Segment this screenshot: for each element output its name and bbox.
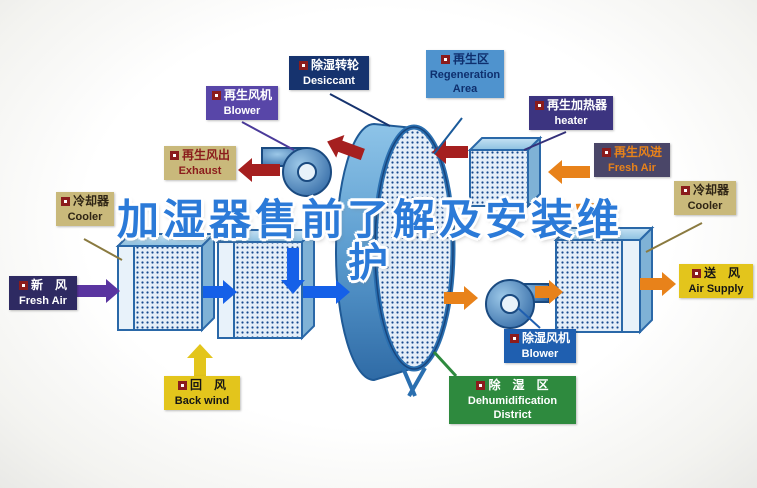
label-zh: 再生加热器: [546, 98, 607, 112]
label-en: Fresh Air: [19, 294, 67, 307]
leader-regen-area: [433, 117, 463, 155]
label-regen-fresh-air: 再生风进 Fresh Air: [594, 143, 670, 177]
label-desiccant: 除湿转轮 Desiccant: [289, 56, 369, 90]
label-zh: 除湿转轮: [310, 58, 359, 72]
label-zh: 再生风出: [181, 148, 230, 162]
label-zh: 再生区: [452, 52, 489, 66]
label-en: heater: [554, 114, 588, 127]
label-cooler-left: 冷却器 Cooler: [56, 192, 114, 226]
label-en: Cooler: [67, 210, 103, 223]
label-back-wind: 回 风 Back wind: [164, 376, 240, 410]
label-en: Dehumidification District: [467, 394, 558, 421]
leader-dehumid-blower: [517, 307, 541, 329]
label-dehumid-blower: 除湿风机 Blower: [504, 329, 576, 363]
regen-fresh-air-arrow: [548, 160, 590, 184]
label-fresh-air: 新 风 Fresh Air: [9, 276, 77, 310]
air-unit-left-1: [115, 231, 217, 333]
label-zh: 再生风进: [613, 145, 662, 159]
label-regen-heater: 再生加热器 heater: [529, 96, 613, 130]
label-en: Fresh Air: [608, 161, 656, 174]
label-zh: 回 风: [189, 378, 226, 392]
red-marker-icon: [509, 334, 519, 344]
leader-cooler-left: [83, 238, 123, 261]
label-en: Air Supply: [688, 282, 744, 295]
regen-air-arrow-wheel-to-blower: [327, 135, 365, 161]
red-marker-icon: [18, 281, 28, 291]
red-marker-icon: [601, 148, 611, 158]
label-zh: 除 湿 区: [488, 378, 549, 392]
process-air-arrow-4: [535, 280, 563, 304]
regen-blower-shape: [261, 147, 332, 197]
desiccant-wheel: [335, 122, 456, 397]
red-marker-icon: [60, 197, 70, 207]
back-wind-arrow: [187, 344, 213, 376]
label-regen-blower: 再生风机 Blower: [206, 86, 278, 120]
regen-heater-box: [467, 135, 543, 209]
label-air-supply: 送 风 Air Supply: [679, 264, 753, 298]
label-regeneration-area: 再生区 Regeneration Area: [426, 50, 504, 99]
leader-desiccant: [329, 93, 391, 127]
label-zh: 冷却器: [72, 194, 109, 208]
label-en: Cooler: [687, 199, 723, 212]
label-en: Back wind: [174, 394, 230, 407]
label-zh: 除湿风机: [521, 331, 570, 345]
label-zh: 送 风: [703, 266, 740, 280]
leader-dehumid-district: [432, 350, 458, 378]
red-marker-icon: [534, 101, 544, 111]
label-en: Blower: [521, 347, 559, 360]
headline-line1: 加湿器售前了解及安装维: [116, 196, 623, 243]
red-marker-icon: [691, 269, 701, 279]
process-air-arrow-3: [444, 286, 478, 310]
label-zh: 新 风: [30, 278, 67, 292]
label-en: Desiccant: [303, 74, 355, 87]
red-marker-icon: [476, 381, 486, 391]
label-en: Exhaust: [178, 164, 222, 177]
red-marker-icon: [680, 186, 690, 196]
headline-line2: 护: [348, 241, 392, 286]
leader-regen-heater: [523, 131, 567, 151]
fresh-air-arrow: [76, 279, 120, 303]
leader-lines: [83, 93, 703, 378]
air-supply-arrow: [640, 272, 676, 296]
leader-regen-blower: [241, 121, 295, 151]
red-marker-icon: [169, 151, 179, 161]
wheel-stand: [401, 367, 427, 397]
label-zh: 再生风机: [223, 88, 272, 102]
red-marker-icon: [298, 61, 308, 71]
label-en: Regeneration Area: [429, 68, 501, 95]
regen-air-arrow-up: [575, 203, 610, 233]
process-air-arrow-down: [281, 248, 305, 294]
label-dehumid-district: 除 湿 区 Dehumidification District: [449, 376, 576, 425]
exhaust-arrow: [238, 158, 280, 182]
red-marker-icon: [177, 381, 187, 391]
red-marker-icon: [211, 91, 221, 101]
label-zh: 冷却器: [692, 183, 729, 197]
red-marker-icon: [440, 55, 450, 65]
headline-watermark: 加湿器售前了解及安装维 护: [70, 196, 670, 286]
process-air-arrow-1: [203, 280, 237, 304]
label-en: Blower: [223, 104, 261, 117]
label-cooler-right: 冷却器 Cooler: [674, 181, 736, 215]
process-air-arrow-2: [303, 280, 350, 304]
leader-cooler-right: [645, 222, 703, 253]
label-exhaust: 再生风出 Exhaust: [164, 146, 236, 180]
